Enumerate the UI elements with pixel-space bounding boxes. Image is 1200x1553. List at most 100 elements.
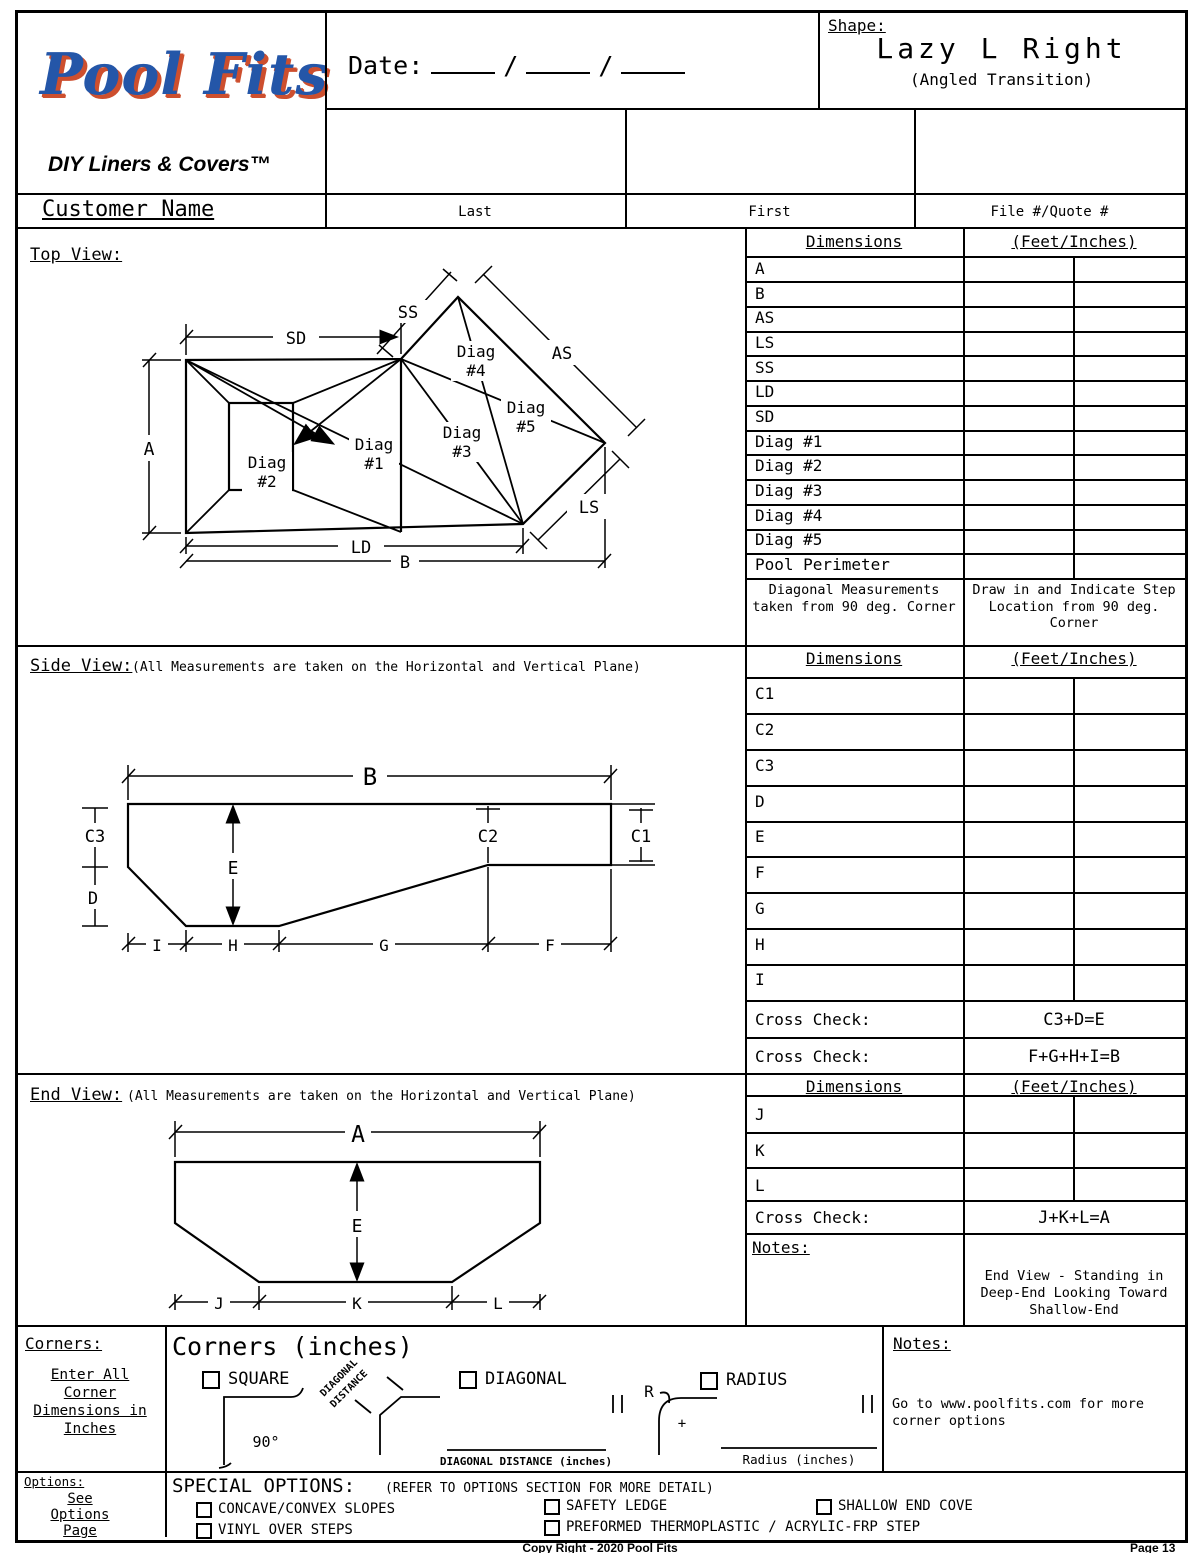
end-view-col2-header: (Feet/Inches) — [1011, 1077, 1137, 1096]
dim-label-ss: SS — [398, 303, 418, 323]
value-cell[interactable] — [964, 407, 1184, 429]
row-line — [745, 504, 1185, 506]
diagonal-checkbox[interactable] — [459, 1371, 477, 1389]
value-cell[interactable] — [964, 258, 1184, 280]
preformed-step-checkbox[interactable] — [544, 1520, 560, 1536]
row-line — [745, 380, 1185, 382]
value-cell[interactable] — [964, 894, 1184, 926]
row-line — [745, 856, 1185, 858]
options-sidebar-note[interactable]: See Options Page — [15, 1491, 145, 1539]
value-cell[interactable] — [964, 823, 1184, 854]
end-view-col1-header: Dimensions — [805, 1077, 903, 1096]
dim-row-label: LD — [755, 382, 775, 401]
row-line — [745, 281, 1185, 283]
corner-drawings: 90° DIAGONAL DISTANCE DIAGONAL DISTANCE … — [218, 1357, 877, 1469]
dimension-lines — [82, 765, 655, 952]
dim-label-as: AS — [552, 344, 572, 364]
divider — [963, 227, 965, 1325]
dim-row-label: SD — [755, 407, 775, 426]
footer-page-number: Page 13 — [1130, 1541, 1176, 1553]
divider — [882, 1325, 884, 1471]
side-view-col2-header: (Feet/Inches) — [1011, 649, 1137, 668]
dim-label-c1: C1 — [631, 827, 651, 847]
value-cell[interactable] — [964, 1169, 1184, 1198]
date-field[interactable]: Date: / / — [348, 46, 686, 80]
safety-ledge-checkbox[interactable] — [544, 1499, 560, 1515]
note-line: See — [67, 1491, 93, 1507]
last-name-field[interactable] — [327, 110, 623, 191]
shallow-end-cove-checkbox[interactable] — [816, 1499, 832, 1515]
divider — [625, 108, 627, 227]
value-cell[interactable] — [964, 283, 1184, 305]
row-line — [745, 454, 1185, 456]
row-line — [745, 331, 1185, 333]
row-line — [745, 405, 1185, 407]
value-cell[interactable] — [964, 531, 1184, 552]
dim-label-c2: C2 — [478, 827, 498, 847]
value-cell[interactable] — [964, 357, 1184, 379]
logo: Pool Fits DIY Liners & Covers™ — [18, 13, 327, 193]
dim-label-a: A — [351, 1122, 365, 1148]
vinyl-over-steps-label: VINYL OVER STEPS — [218, 1522, 353, 1538]
date-day-blank[interactable] — [526, 46, 591, 74]
square-checkbox[interactable] — [202, 1371, 220, 1389]
note-line: Inches — [63, 1421, 117, 1437]
date-year-blank[interactable] — [621, 46, 686, 74]
value-cell[interactable] — [964, 333, 1184, 354]
side-view-diagram: B C3 D E C2 C1 I H G F — [77, 761, 659, 955]
value-cell[interactable] — [964, 930, 1184, 962]
row-line — [745, 355, 1185, 357]
value-cell[interactable] — [964, 481, 1184, 503]
value-cell[interactable] — [964, 966, 1184, 998]
end-view-subtitle: (All Measurements are taken on the Horiz… — [127, 1089, 636, 1104]
value-cell[interactable] — [964, 456, 1184, 478]
diag2-num: #2 — [257, 472, 276, 491]
row-line — [745, 553, 1185, 555]
divider — [325, 108, 1185, 110]
row-line — [745, 1233, 1185, 1235]
radius-checkbox[interactable] — [700, 1372, 718, 1390]
value-cell[interactable] — [964, 787, 1184, 819]
divider — [165, 1325, 167, 1537]
dim-label-g: G — [379, 936, 389, 955]
logo-tagline: DIY Liners & Covers™ — [48, 153, 271, 176]
divider — [15, 645, 1185, 647]
dim-row-label: F — [755, 863, 765, 882]
value-cell[interactable] — [964, 679, 1184, 711]
first-name-field[interactable] — [627, 110, 912, 191]
value-cell[interactable] — [964, 555, 1184, 577]
concave-convex-checkbox[interactable] — [196, 1502, 212, 1518]
pool-end-profile — [173, 1160, 542, 1284]
row-line — [745, 1132, 1185, 1134]
top-view-diagram: A SD SS AS LS LD B Diag #1 Diag #2 Diag … — [137, 265, 646, 573]
value-cell[interactable] — [964, 506, 1184, 528]
divider — [818, 10, 820, 110]
concave-convex-label: CONCAVE/CONVEX SLOPES — [218, 1501, 396, 1517]
dim-row-label: L — [755, 1176, 765, 1195]
date-month-blank[interactable] — [431, 46, 496, 74]
cross-check-value: F+G+H+I=B — [1027, 1047, 1121, 1067]
cross-check-value: C3+D=E — [1043, 1010, 1105, 1030]
end-view-diagram: A E J K L — [168, 1119, 547, 1313]
file-number-field[interactable] — [916, 110, 1183, 191]
value-cell[interactable] — [964, 715, 1184, 747]
value-cell[interactable] — [964, 1097, 1184, 1130]
last-label: Last — [458, 204, 492, 220]
dimension-labels: B C3 D E C2 C1 I H G F — [77, 761, 659, 955]
divider — [1073, 1095, 1075, 1200]
shape-name: Lazy L Right — [876, 32, 1127, 65]
dim-label-ld: LD — [351, 538, 371, 558]
value-cell[interactable] — [964, 858, 1184, 890]
value-cell[interactable] — [964, 308, 1184, 330]
file-label: File #/Quote # — [990, 204, 1109, 220]
dim-label-k: K — [352, 1294, 362, 1313]
value-cell[interactable] — [964, 432, 1184, 453]
divider — [15, 227, 1185, 229]
safety-ledge-label: SAFETY LEDGE — [566, 1498, 668, 1514]
vinyl-over-steps-checkbox[interactable] — [196, 1523, 212, 1539]
value-cell[interactable] — [964, 382, 1184, 404]
value-cell[interactable] — [964, 1134, 1184, 1165]
diag4-num: #4 — [466, 361, 485, 380]
diag5-num: #5 — [516, 417, 535, 436]
value-cell[interactable] — [964, 751, 1184, 783]
